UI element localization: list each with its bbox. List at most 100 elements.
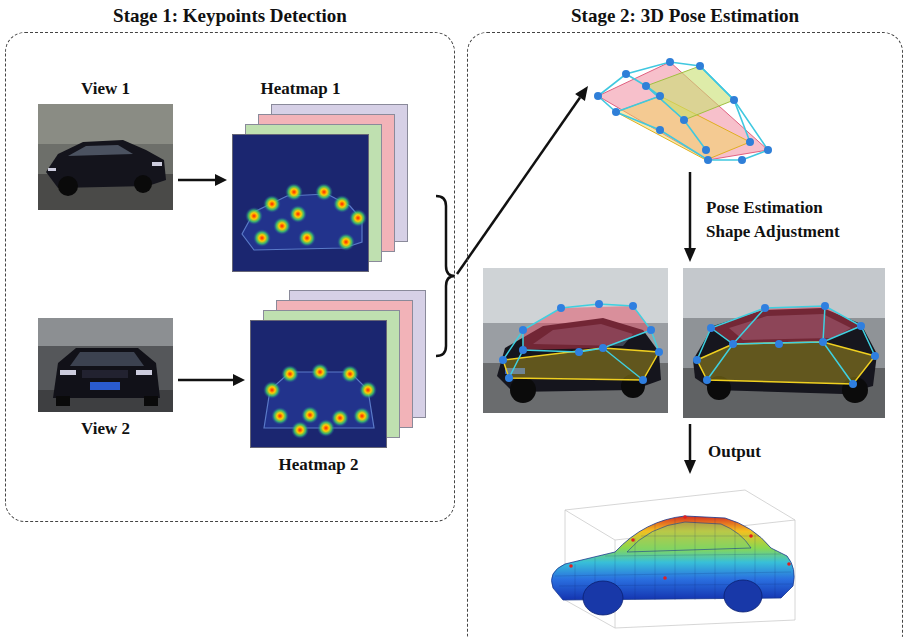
- car-mesh: [631, 538, 635, 542]
- fitted-photo: [599, 344, 607, 352]
- view-photo: [90, 382, 120, 390]
- heatmap-image: [263, 195, 281, 213]
- merge-bracket: [436, 196, 455, 356]
- view-image: View 2: [38, 318, 173, 440]
- wireframe-model: [594, 92, 602, 100]
- heatmap-image: [317, 419, 335, 437]
- fitted-photo: [503, 348, 659, 380]
- wireframe-model: [598, 62, 768, 160]
- step-label: Pose Estimation Shape Adjustment: [706, 196, 871, 244]
- view-photo: [38, 104, 173, 210]
- heatmap-image: [250, 290, 426, 448]
- view-photo: [144, 396, 158, 406]
- fitted-photo: [683, 268, 885, 418]
- wireframe-model: [616, 86, 660, 112]
- heatmap-image: [341, 365, 359, 383]
- arrow-head: [215, 174, 227, 186]
- view-photo: [68, 145, 133, 156]
- view-photo: [38, 318, 173, 412]
- heatmap-image: [337, 233, 355, 251]
- wireframe-model: [746, 138, 754, 146]
- fitted-photo: [499, 356, 507, 364]
- heatmap-image: [233, 135, 369, 272]
- view-photo: [58, 176, 78, 196]
- fitted-photo: [761, 304, 769, 312]
- wireframe-model: [626, 74, 706, 150]
- fitted-photo: [519, 326, 527, 334]
- view-photo: [82, 370, 128, 378]
- view-image: View 1: [38, 78, 173, 210]
- fitted-photo: [849, 380, 857, 388]
- heatmap-image: [311, 363, 329, 381]
- wireframe-model: [598, 62, 768, 150]
- dashed-frame: [467, 32, 903, 637]
- heatmap-image: [233, 135, 369, 272]
- view-photo: [70, 352, 144, 366]
- fitted-photo: [655, 348, 663, 356]
- fitted-photo: [707, 324, 715, 332]
- fitted-photo: [557, 304, 565, 312]
- down-arrow: [684, 172, 696, 262]
- heatmap-image: [301, 406, 319, 424]
- fitted-photo: [711, 306, 861, 344]
- down-arrow: [689, 424, 692, 462]
- heatmap-image: [315, 183, 333, 201]
- car-mesh: [787, 562, 791, 566]
- arrow-line: [178, 179, 216, 182]
- fitted-photo: [775, 340, 783, 348]
- fitted-photo: [821, 302, 829, 310]
- fitted-photo: [509, 330, 523, 378]
- view-label: View 2: [38, 418, 173, 440]
- heatmap-image: [273, 217, 291, 235]
- car-mesh: [627, 522, 751, 552]
- heatmap-image: [271, 407, 289, 425]
- wireframe-model: [656, 126, 664, 134]
- heatmap-image: [253, 229, 271, 247]
- wireframe-model: [656, 92, 664, 100]
- stage-title: Stage 1: Keypoints Detection: [5, 4, 455, 28]
- wireframe-model: [598, 96, 768, 160]
- car-mesh: [683, 515, 687, 519]
- wireframe-model: [764, 146, 772, 154]
- fitted-photo: [483, 268, 668, 413]
- fitted-photo: [603, 348, 643, 380]
- car-mesh: [552, 490, 796, 628]
- fitted-photo: [697, 306, 875, 360]
- down-arrow: [689, 172, 692, 250]
- fitted-photo: [483, 268, 668, 413]
- heatmap-label: Heatmap 2: [250, 454, 387, 476]
- wireframe-model: [680, 116, 688, 124]
- heatmap-image: [251, 321, 387, 448]
- heatmap-image: [251, 321, 387, 448]
- heatmap-image: [245, 207, 263, 225]
- wireframe-model: [696, 62, 704, 70]
- car-mesh: [749, 534, 753, 538]
- flow-arrow: [178, 174, 227, 186]
- wireframe-model: [704, 156, 712, 164]
- fitted-photo: [823, 306, 853, 384]
- fitted-photo: [523, 330, 651, 352]
- fitted-photo: [871, 352, 879, 360]
- fitted-photo: [575, 348, 583, 356]
- step-label: Output: [708, 440, 828, 464]
- heatmap-label: Heatmap 1: [232, 78, 369, 100]
- fitted-photo: [639, 376, 647, 384]
- car-mesh: [663, 576, 667, 580]
- view-photo: [152, 162, 162, 166]
- heatmap-image: [285, 183, 303, 201]
- car-mesh: [555, 536, 793, 586]
- wireframe-model: [612, 108, 620, 116]
- car-mesh: [583, 581, 623, 615]
- fitted-photo: [505, 374, 513, 382]
- arrow-line: [178, 379, 234, 382]
- fitted-photo: [819, 338, 827, 346]
- view-photo: [60, 370, 76, 375]
- heatmap-image: [349, 209, 367, 227]
- flow-arrow: [178, 374, 245, 386]
- heatmap-stack: Heatmap 1: [232, 78, 408, 272]
- heatmap-image: [333, 195, 351, 213]
- heatmap-image: [291, 421, 309, 439]
- wireframe-model: [594, 58, 772, 164]
- wireframe-model: [702, 146, 710, 154]
- heatmap-image: [232, 104, 408, 272]
